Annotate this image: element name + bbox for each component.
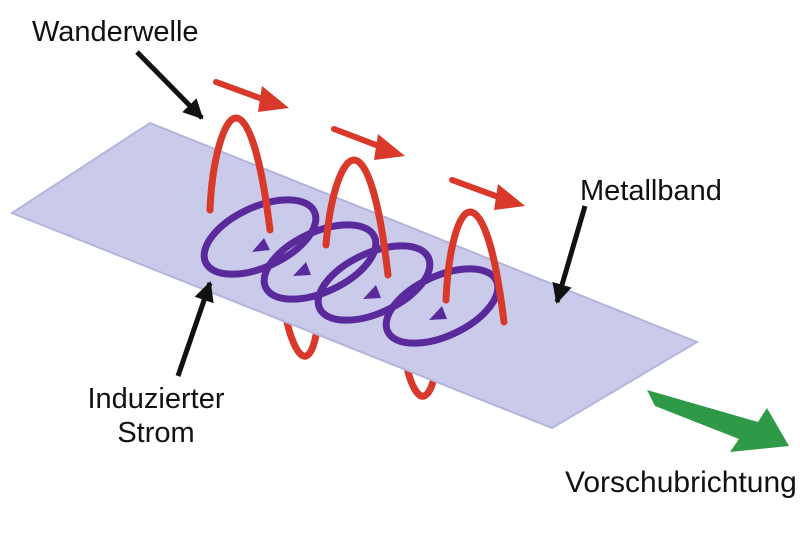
- wave-upper-lobe: [322, 156, 392, 279]
- current-loop: [260, 221, 380, 303]
- label-vorschubrichtung: Vorschubrichtung: [565, 466, 797, 499]
- label-induzierter: Induzierter: [87, 383, 224, 415]
- wave-arrow-shaft: [449, 177, 507, 202]
- wave-arrow-shaft: [331, 126, 387, 151]
- current-direction-arrows: [252, 238, 447, 320]
- wave-arrow-head-icon: [258, 86, 289, 112]
- label-wanderwelle: Wanderwelle: [32, 16, 199, 48]
- wave-upper-lobes: [206, 114, 508, 326]
- wave-arrow-head-icon: [494, 184, 525, 210]
- current-arrow-icon: [252, 238, 270, 252]
- current-arrow-icon: [293, 262, 311, 276]
- wave-arrow-head-icon: [374, 134, 405, 160]
- current-arrow-icon: [363, 285, 381, 299]
- pointer-metallband: [552, 205, 588, 304]
- current-arrow-icon: [429, 306, 447, 320]
- pointer-induzierter-strom: [175, 281, 214, 377]
- wave-lower-lobe: [282, 314, 322, 360]
- wave-direction-arrows: [213, 79, 525, 210]
- wave-upper-lobe: [206, 114, 274, 234]
- feed-direction-arrow: [647, 390, 789, 452]
- pointer-wanderwelle: [135, 50, 204, 120]
- wave-arrow-shaft: [213, 79, 271, 104]
- label-metallband: Metallband: [580, 175, 722, 207]
- wave-upper-lobe: [442, 208, 508, 326]
- label-strom: Strom: [117, 417, 194, 449]
